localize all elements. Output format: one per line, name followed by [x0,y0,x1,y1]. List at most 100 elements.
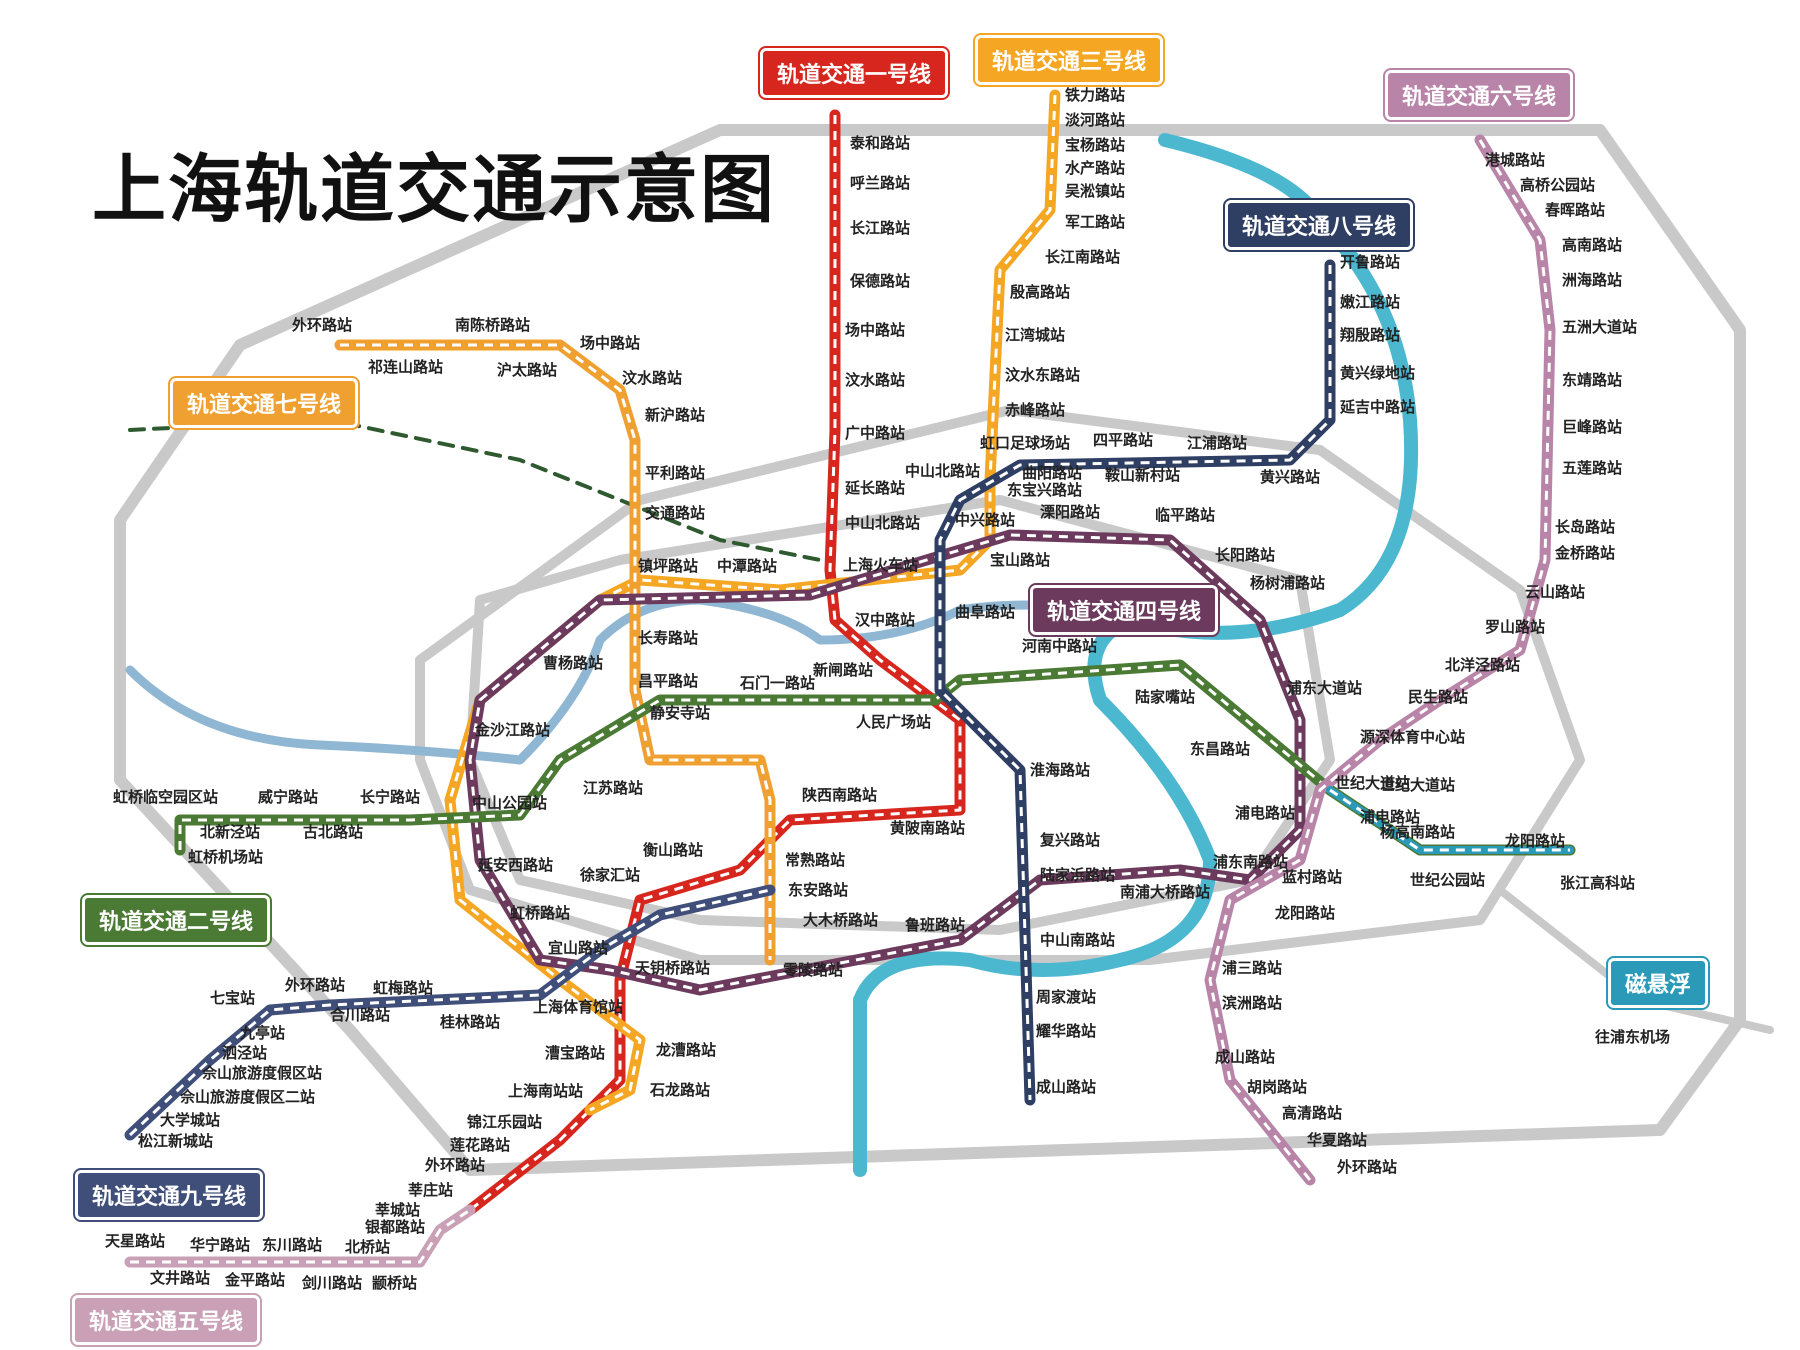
station-label-s86[interactable]: 延吉中路站 [1339,398,1415,416]
station-label-s146[interactable]: 佘山旅游度假区站 [201,1064,322,1082]
station-label-s36[interactable]: 外环路站 [424,1156,485,1174]
station-label-s74[interactable]: 陆家嘴站 [1135,688,1195,706]
station-label-s3[interactable]: 宝杨路站 [1065,136,1125,154]
station-label-s28[interactable]: 常熟路站 [785,851,845,869]
station-label-s106[interactable]: 长阳路站 [1215,546,1275,564]
station-label-s31[interactable]: 上海体育馆站 [533,998,623,1016]
station-label-s140[interactable]: 外环路站 [284,976,345,994]
station-label-s59[interactable]: 宜山路站 [548,939,608,957]
station-label-s157[interactable]: 金平路站 [224,1271,285,1289]
station-label-s78[interactable]: 杨高南路站 [1380,823,1455,841]
station-label-s88[interactable]: 江浦路站 [1187,434,1247,452]
line4-label[interactable]: 轨道交通四号线 [1027,583,1221,637]
station-label-s149[interactable]: 松江新城站 [138,1132,213,1150]
station-label-s39[interactable]: 南陈桥路站 [455,316,530,334]
station-label-s110[interactable]: 浦东南路站 [1213,853,1288,871]
station-label-s97[interactable]: 复兴路站 [1039,831,1100,849]
station-label-s84[interactable]: 翔殷路站 [1339,326,1400,344]
line3-label[interactable]: 轨道交通三号线 [972,33,1166,87]
station-label-s116[interactable]: 洲海路站 [1562,271,1622,289]
station-label-s53[interactable]: 曹杨路站 [543,654,603,672]
station-label-s32[interactable]: 漕宝路站 [545,1044,605,1062]
station-label-s128[interactable]: 世纪大道站 [1380,776,1455,794]
station-label-s111[interactable]: 蓝村路站 [1282,868,1342,886]
station-label-s40[interactable]: 祁连山路站 [368,358,443,376]
station-label-s102[interactable]: 成山路站 [1036,1078,1096,1096]
station-label-s152[interactable]: 北桥站 [345,1238,390,1256]
station-label-s118[interactable]: 东靖路站 [1562,371,1622,389]
station-label-s143[interactable]: 桂林路站 [439,1013,500,1031]
station-label-s57[interactable]: 延安西路站 [477,856,553,874]
station-label-s105[interactable]: 宝山路站 [990,551,1050,569]
station-label-s114[interactable]: 春晖路站 [1545,201,1605,219]
station-label-s16[interactable]: 保德路站 [849,272,910,290]
line8-label[interactable]: 轨道交通八号线 [1222,198,1416,252]
station-label-s87[interactable]: 四平路站 [1093,431,1153,449]
station-label-s113[interactable]: 高桥公园站 [1520,176,1595,194]
station-label-s107[interactable]: 杨树浦路站 [1250,574,1325,592]
station-label-s52[interactable]: 石门一路站 [739,674,815,692]
station-label-s158[interactable]: 剑川路站 [301,1274,362,1292]
station-label-s38[interactable]: 外环路站 [291,316,352,334]
station-label-s18[interactable]: 汶水路站 [845,371,905,389]
station-label-s34[interactable]: 锦江乐园站 [467,1113,542,1131]
station-label-s22[interactable]: 上海火车站 [843,556,918,574]
station-label-s145[interactable]: 泗泾站 [222,1044,267,1062]
station-label-s94[interactable]: 中兴路站 [955,511,1015,529]
line2-label[interactable]: 轨道交通二号线 [79,893,273,947]
station-label-s117[interactable]: 五洲大道站 [1562,318,1637,336]
station-label-s156[interactable]: 文井路站 [150,1269,210,1287]
station-label-s26[interactable]: 陕西南路站 [802,786,877,804]
station-label-s104[interactable]: 临平路站 [1155,506,1215,524]
station-label-s98[interactable]: 陆家浜路站 [1040,866,1115,884]
station-label-s61[interactable]: 零陵路站 [782,961,843,979]
station-label-s148[interactable]: 大学城站 [160,1111,220,1129]
station-label-s8[interactable]: 殷高路站 [1010,283,1070,301]
station-label-s123[interactable]: 云山路站 [1525,583,1585,601]
station-label-s71[interactable]: 古北路站 [303,823,363,841]
station-label-s14[interactable]: 呼兰路站 [850,174,910,192]
station-label-s129[interactable]: 浦电路站 [1360,808,1420,826]
station-label-s70[interactable]: 北新泾站 [200,823,260,841]
station-label-s1[interactable]: 铁力路站 [1065,86,1125,104]
maglev-label[interactable]: 磁悬浮 [1605,956,1711,1010]
station-label-s46[interactable]: 交通路站 [645,504,705,522]
station-label-s130[interactable]: 龙阳路站 [1274,904,1335,922]
station-label-s80[interactable]: 龙阳路站 [1504,832,1565,850]
station-label-s17[interactable]: 场中路站 [845,321,905,339]
station-label-s29[interactable]: 衡山路站 [643,841,703,859]
station-label-s108[interactable]: 浦东大道站 [1287,679,1362,697]
station-label-s99[interactable]: 中山南路站 [1040,931,1115,949]
station-label-s67[interactable]: 虹桥临空园区站 [113,788,218,806]
station-label-s139[interactable]: 七宝站 [210,989,255,1007]
station-label-s133[interactable]: 成山路站 [1215,1048,1275,1066]
station-label-s91[interactable]: 曲阳路站 [1022,464,1082,482]
station-label-s93[interactable]: 中山北路站 [905,462,980,480]
station-label-s122[interactable]: 金桥路站 [1554,544,1615,562]
station-label-s33[interactable]: 上海南站站 [508,1082,583,1100]
station-label-s100[interactable]: 周家渡站 [1036,988,1096,1006]
station-label-s50[interactable]: 昌平路站 [638,672,698,690]
station-label-s15[interactable]: 长江路站 [850,219,910,237]
station-label-s101[interactable]: 耀华路站 [1035,1022,1096,1040]
station-label-s4[interactable]: 水产路站 [1065,159,1125,177]
station-label-s90[interactable]: 鞍山新村站 [1105,466,1180,484]
station-label-s119[interactable]: 巨峰路站 [1562,418,1622,436]
station-label-s66[interactable]: 石龙路站 [649,1081,710,1099]
station-label-s6[interactable]: 军工路站 [1065,213,1125,231]
station-label-s51[interactable]: 静安寺站 [650,704,710,722]
station-label-s75[interactable]: 东昌路站 [1190,740,1250,758]
station-label-s7[interactable]: 长江南路站 [1045,248,1120,266]
line7-label[interactable]: 轨道交通七号线 [167,376,361,430]
station-label-s54[interactable]: 金沙江路站 [474,721,550,739]
station-label-s37[interactable]: 莘庄站 [408,1181,453,1199]
station-label-s73[interactable]: 河南中路站 [1022,637,1097,655]
station-label-s44[interactable]: 新沪路站 [645,406,705,424]
station-label-s69[interactable]: 长宁路站 [360,788,420,806]
station-label-s27[interactable]: 黄陂南路站 [890,819,965,837]
station-label-s11[interactable]: 赤峰路站 [1005,401,1065,419]
station-label-s68[interactable]: 威宁路站 [258,788,318,806]
station-label-s23[interactable]: 汉中路站 [855,611,915,629]
station-label-s76[interactable]: 浦电路站 [1235,804,1295,822]
station-label-s153[interactable]: 天星路站 [105,1232,165,1250]
